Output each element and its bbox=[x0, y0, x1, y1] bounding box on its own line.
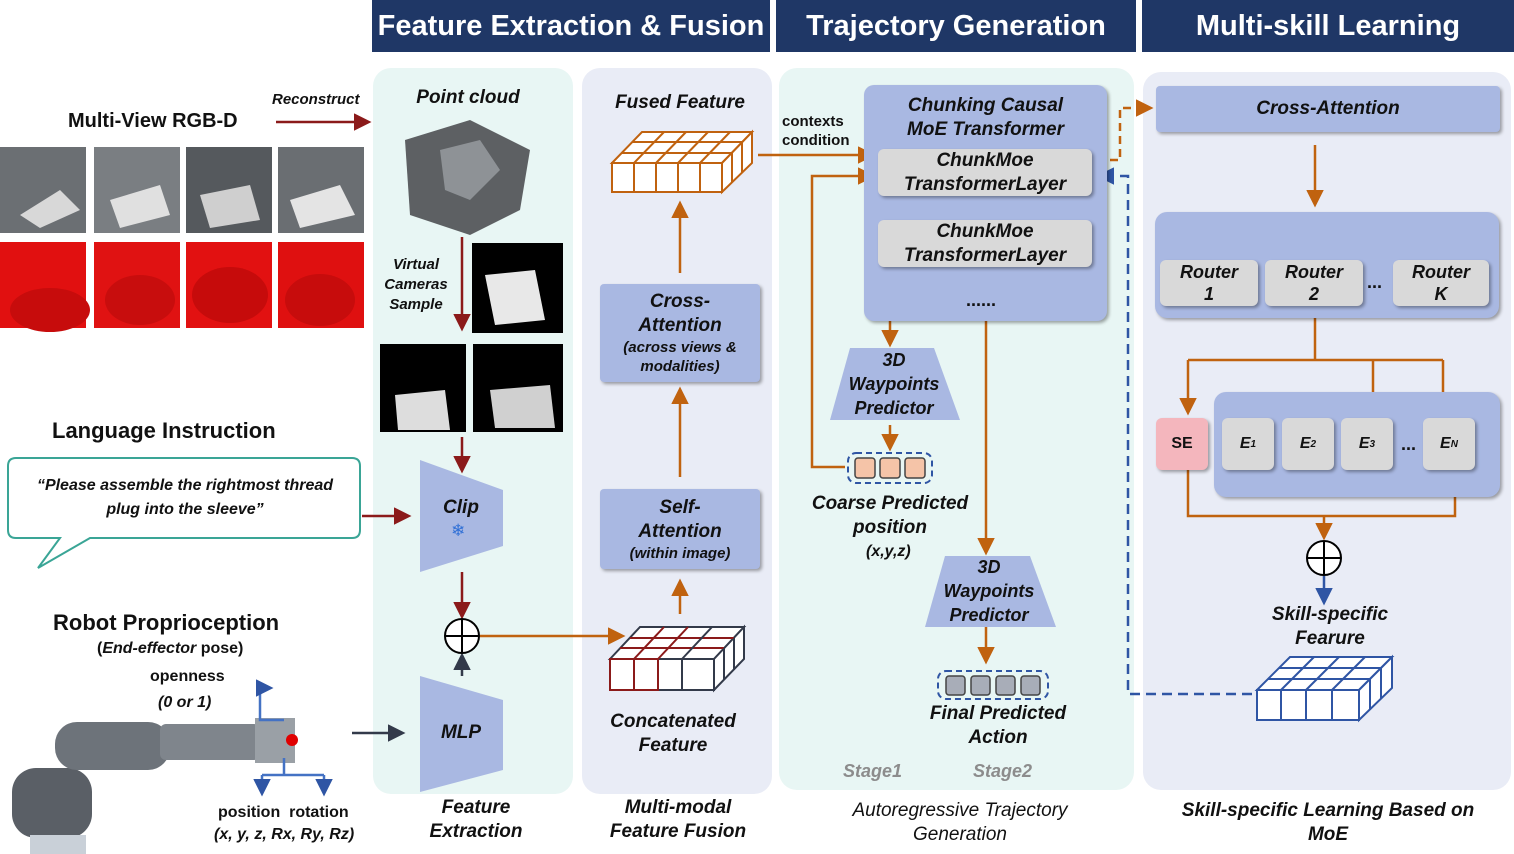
pose-variables: (x, y, z, Rx, Ry, Rz) bbox=[214, 826, 355, 843]
virtual-cameras-label: Virtual Cameras Sample bbox=[384, 256, 448, 313]
feature-fusion-caption: Multi-modal Feature Fusion bbox=[609, 797, 747, 842]
stage2-label: Stage2 bbox=[973, 761, 1033, 781]
final-action-tokens bbox=[937, 670, 1049, 700]
cross-attention-title: Cross-Attention bbox=[638, 291, 722, 336]
router-ellipsis: ... bbox=[1367, 272, 1383, 292]
feature-extraction-caption: Feature Extraction bbox=[429, 797, 523, 842]
final-action-label: Final Predicted Action bbox=[929, 703, 1067, 748]
concatenated-feature-label: Concatenated Feature bbox=[610, 711, 736, 756]
header-trajectory: Trajectory Generation bbox=[776, 0, 1136, 52]
sum-node-extraction bbox=[444, 618, 480, 654]
transformer-title: Chunking Causal MoE Transformer bbox=[907, 95, 1064, 140]
skill-feature-grid bbox=[1254, 654, 1395, 723]
multiview-label: Multi-View RGB-D bbox=[68, 110, 238, 132]
clip-encoder-shape bbox=[420, 460, 503, 572]
condition-label: condition bbox=[782, 132, 850, 149]
header-multiskill: Multi-skill Learning bbox=[1142, 0, 1514, 52]
sum-node-experts bbox=[1306, 540, 1342, 576]
mlp-label: MLP bbox=[440, 722, 482, 743]
shared-expert: SE bbox=[1156, 418, 1208, 470]
multiview-rgb-images bbox=[0, 147, 364, 233]
instruction-bubble bbox=[7, 457, 361, 569]
waypoints-predictor-2: 3D Waypoints Predictor bbox=[943, 557, 1035, 625]
self-attention-title: Self-Attention bbox=[638, 496, 722, 542]
proprioception-subtitle: (End-effector pose) bbox=[97, 640, 244, 657]
waypoints-predictor-1-shape bbox=[830, 348, 960, 420]
robot-arm-image bbox=[12, 718, 298, 854]
trajectory-caption: Autoregressive Trajectory Generation bbox=[852, 800, 1068, 845]
fused-feature-label: Fused Feature bbox=[615, 92, 745, 113]
waypoints-predictor-2-shape bbox=[925, 556, 1056, 627]
transformer-ellipsis: ...... bbox=[966, 290, 997, 310]
multiview-depth-images bbox=[0, 242, 364, 332]
cross-attention-block: Cross-Attention (across views & modaliti… bbox=[600, 284, 760, 382]
cross-attention-subtitle: (across views & modalities) bbox=[623, 339, 737, 375]
reconstruct-label: Reconstruct bbox=[272, 91, 360, 108]
self-attention-block: Self-Attention (within image) bbox=[600, 489, 760, 569]
skill-feature-label: Skill-specific Fearure bbox=[1271, 604, 1389, 649]
self-attention-subtitle: (within image) bbox=[629, 544, 731, 562]
transformer-layer-2: ChunkMoe TransformerLayer bbox=[878, 220, 1092, 267]
expert-ellipsis: ... bbox=[1401, 434, 1417, 454]
language-instruction-title: Language Instruction bbox=[52, 418, 276, 443]
clip-label: Clip bbox=[443, 497, 479, 518]
transformer-layer-1: ChunkMoe TransformerLayer bbox=[878, 149, 1092, 196]
fused-feature-grid bbox=[609, 129, 755, 195]
openness-label: openness bbox=[150, 668, 225, 685]
proprioception-title: Robot Proprioception bbox=[53, 610, 280, 635]
waypoints-predictor-1: 3D Waypoints Predictor bbox=[848, 350, 940, 418]
point-cloud-label: Point cloud bbox=[416, 87, 520, 108]
snowflake-icon: ❄ bbox=[451, 521, 466, 540]
openness-value: (0 or 1) bbox=[158, 694, 212, 711]
cross-attention-box: Cross-Attention bbox=[1156, 86, 1500, 132]
point-cloud-image bbox=[405, 120, 530, 235]
virtual-camera-images bbox=[380, 243, 563, 432]
stage1-label: Stage1 bbox=[843, 761, 903, 781]
instruction-text: “Please assemble the rightmost thread pl… bbox=[36, 477, 334, 518]
position-rotation-label: position rotation bbox=[218, 804, 349, 821]
multiskill-caption: Skill-specific Learning Based on MoE bbox=[1181, 800, 1475, 845]
coarse-position-label: Coarse Predicted position bbox=[811, 493, 969, 538]
coarse-position-vars: (x,y,z) bbox=[866, 543, 911, 560]
mlp-encoder-shape bbox=[420, 676, 503, 792]
contexts-label: contexts bbox=[782, 113, 844, 130]
coarse-position-tokens bbox=[847, 452, 933, 484]
concatenated-feature-grid bbox=[607, 624, 747, 693]
header-feature-fusion: Feature Extraction & Fusion bbox=[372, 0, 770, 52]
transformer-block: Chunking Causal MoE Transformer bbox=[864, 85, 1107, 321]
